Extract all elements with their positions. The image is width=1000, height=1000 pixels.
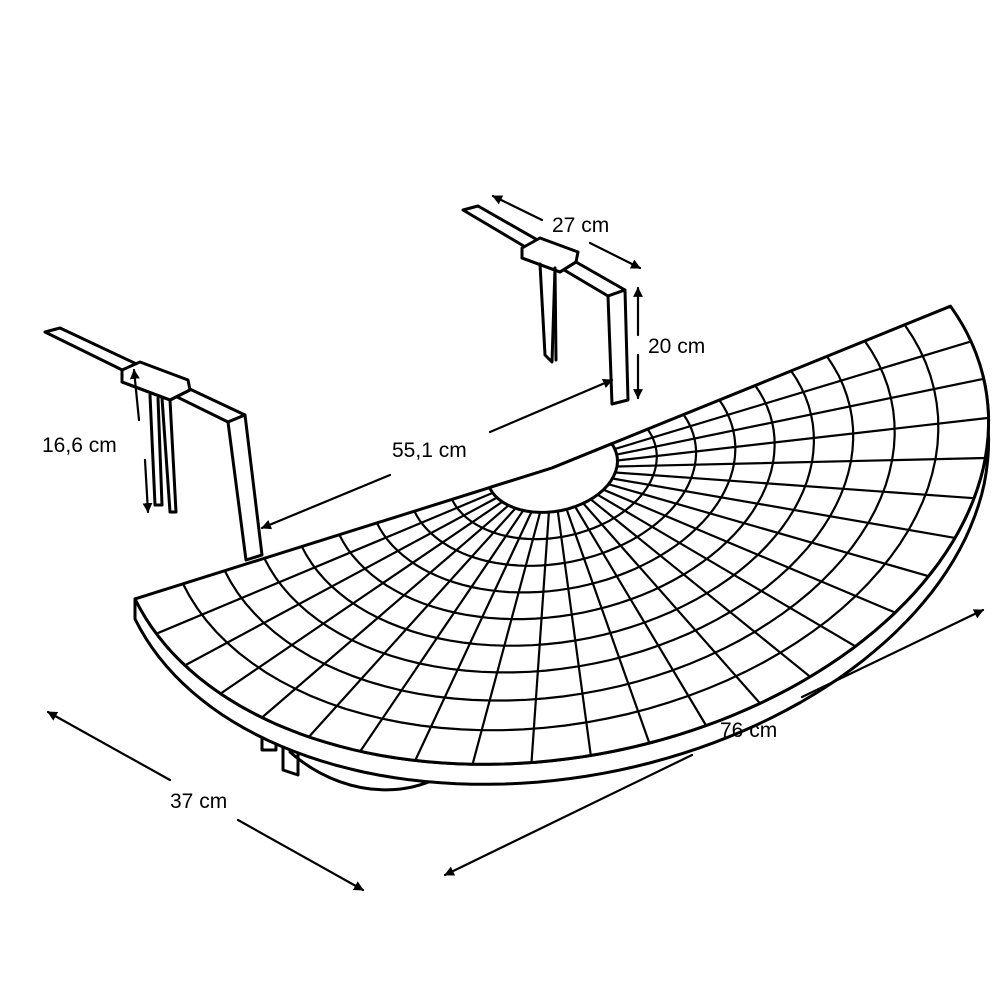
tile-joint [530, 511, 550, 764]
tile-joint [155, 491, 494, 635]
dimension-arrows [46, 194, 985, 892]
tile-joint [615, 456, 987, 468]
table-top [133, 304, 991, 786]
tile-joint [574, 505, 708, 727]
arrow-16cm-top [129, 368, 141, 422]
arrow-27cm-right [588, 241, 642, 270]
tile-joint [614, 471, 976, 500]
tile-joint [556, 510, 592, 757]
tile-joint [602, 488, 897, 614]
tile-joint [589, 498, 812, 678]
label-16-6cm: 16,6 cm [42, 434, 117, 457]
tile-joint [307, 507, 517, 738]
tile-joint [219, 500, 504, 695]
arrow-37cm-left [46, 710, 172, 782]
tile-joint [260, 504, 510, 719]
arrow-76cm-right [800, 608, 985, 699]
tile-joint [607, 483, 930, 578]
arrow-55cm-left [260, 473, 392, 530]
tile-joint [611, 477, 957, 539]
mosaic-tile-grid [155, 323, 990, 766]
arrow-76cm-left [443, 753, 694, 877]
arrow-27cm-left [491, 194, 544, 222]
arrow-16cm-bottom [142, 458, 153, 514]
label-76cm: 76 cm [720, 719, 777, 742]
label-37cm: 37 cm [170, 790, 227, 813]
arrow-55cm-right [488, 378, 614, 434]
tile-joint [471, 511, 542, 766]
tile-joint [565, 508, 651, 745]
tile-joint [183, 496, 499, 667]
dimension-labels: 27 cm 20 cm 16,6 cm 55,1 cm 76 cm 37 cm [42, 214, 777, 813]
label-20cm: 20 cm [648, 335, 705, 358]
label-55-1cm: 55,1 cm [392, 439, 467, 462]
arrow-37cm-right [236, 818, 365, 892]
tile-joint [414, 510, 533, 762]
tile-joint [616, 416, 990, 462]
tile-joint [582, 502, 762, 705]
center-hub [488, 442, 619, 514]
tile-joint [615, 377, 985, 456]
left-bracket [43, 326, 264, 562]
tile-joint [596, 493, 857, 648]
tile-joint [613, 340, 973, 451]
label-27cm: 27 cm [552, 214, 609, 237]
tile-joint [359, 509, 525, 753]
right-bracket [461, 204, 630, 406]
